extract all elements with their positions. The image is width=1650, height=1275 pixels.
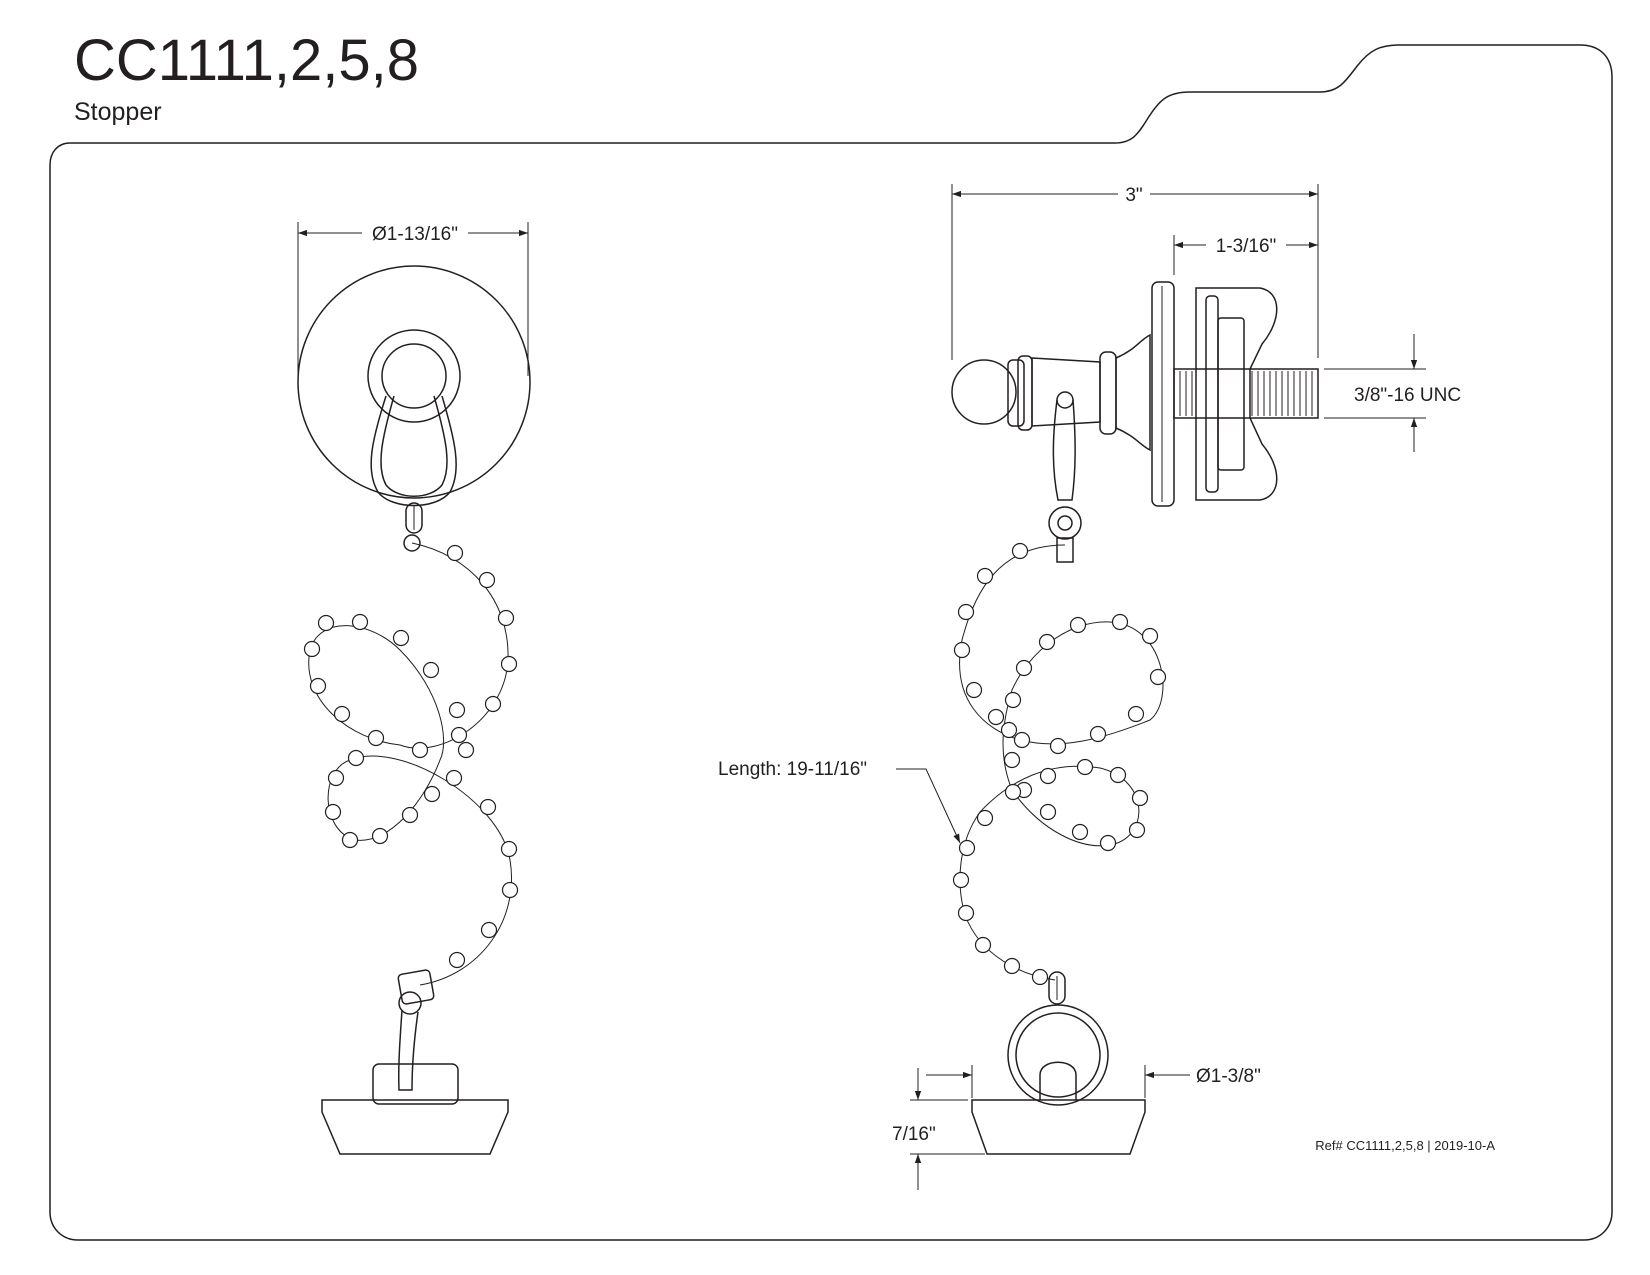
chain-bead — [1128, 821, 1146, 839]
chain-bead — [1127, 705, 1145, 723]
chain-bead — [303, 640, 321, 658]
chain-bead — [1111, 613, 1129, 631]
chain-bead — [317, 614, 335, 632]
plug-height-label: 7/16" — [892, 1124, 936, 1145]
chain-bead — [1099, 834, 1117, 852]
chain-bead — [480, 921, 498, 939]
chain-bead — [327, 769, 345, 787]
chain-bead — [1015, 659, 1033, 677]
plug-diameter-label: Ø1-3/8" — [1196, 1066, 1261, 1087]
chain-bead — [341, 831, 359, 849]
side-plug: Ø1-3/8" 7/16" — [892, 971, 1261, 1190]
chain-bead — [1049, 737, 1067, 755]
chain-bead — [484, 695, 502, 713]
chain-bead — [1109, 766, 1127, 784]
front-view: Ø1-13/16" — [297, 222, 531, 986]
chain-bead — [1131, 789, 1149, 807]
chain-bead — [953, 641, 971, 659]
overall-length-label: 3" — [1125, 185, 1142, 206]
chain-bead — [422, 661, 440, 679]
chain-bead — [965, 681, 983, 699]
chain-bead — [957, 603, 975, 621]
chain-bead — [479, 798, 497, 816]
chain-bead — [351, 613, 369, 631]
chain-bead — [1000, 721, 1018, 739]
chain-bead — [457, 741, 475, 759]
chain-bead — [1031, 968, 1049, 986]
chain-bead — [952, 871, 970, 889]
chain-bead — [1038, 633, 1056, 651]
chain-bead — [1013, 731, 1031, 749]
front-chain-beads — [303, 544, 519, 969]
chain-bead — [367, 729, 385, 747]
chain-bead — [347, 749, 365, 767]
chain-bead — [987, 708, 1005, 726]
chain-bead — [1141, 627, 1159, 645]
chain-bead — [976, 809, 994, 827]
thread-pattern — [1179, 371, 1313, 416]
front-plug — [321, 969, 509, 1155]
chain-bead — [1004, 783, 1022, 801]
thread-label: 3/8"-16 UNC — [1354, 385, 1461, 406]
page-subtitle: Stopper — [74, 98, 162, 126]
chain-bead — [371, 827, 389, 845]
side-view: 3" 1-3/16" 3/8"-16 UNC — [718, 184, 1461, 981]
chain-bead — [450, 726, 468, 744]
chain-bead — [1069, 616, 1087, 634]
chain-bead — [976, 567, 994, 585]
chain-bead — [448, 701, 466, 719]
chain-bead — [1011, 542, 1029, 560]
reference-number: Ref# CC1111,2,5,8 | 2019-10-A — [1315, 1138, 1495, 1153]
chain-bead — [411, 741, 429, 759]
chain-bead — [500, 840, 518, 858]
chain-bead — [1039, 767, 1057, 785]
front-diameter-label: Ø1-13/16" — [372, 224, 458, 245]
chain-bead — [958, 839, 976, 857]
chain-bead — [957, 904, 975, 922]
chain-bead — [478, 571, 496, 589]
chain-bead — [1149, 668, 1167, 686]
chain-bead — [448, 951, 466, 969]
chain-bead — [497, 609, 515, 627]
chain-bead — [392, 629, 410, 647]
shank-length-label: 1-3/16" — [1216, 236, 1277, 257]
chain-bead — [401, 806, 419, 824]
chain-bead — [446, 544, 464, 562]
chain-bead — [324, 803, 342, 821]
chain-bead — [500, 655, 518, 673]
side-chain-beads — [952, 542, 1167, 986]
chain-bead — [501, 881, 519, 899]
chain-bead — [1003, 751, 1021, 769]
chain-bead — [423, 785, 441, 803]
page-title: CC1111,2,5,8 — [74, 28, 419, 93]
chain-bead — [309, 677, 327, 695]
chain-bead — [1071, 823, 1089, 841]
chain-bead — [445, 769, 463, 787]
chain-bead — [1004, 691, 1022, 709]
chain-bead — [333, 705, 351, 723]
chain-bead — [974, 936, 992, 954]
chain-bead — [1039, 803, 1057, 821]
chain-length-label: Length: 19-11/16" — [718, 759, 867, 780]
sheet-frame — [49, 44, 1613, 1241]
chain-bead — [1076, 758, 1094, 776]
chain-bead — [1003, 957, 1021, 975]
chain-bead — [1089, 725, 1107, 743]
